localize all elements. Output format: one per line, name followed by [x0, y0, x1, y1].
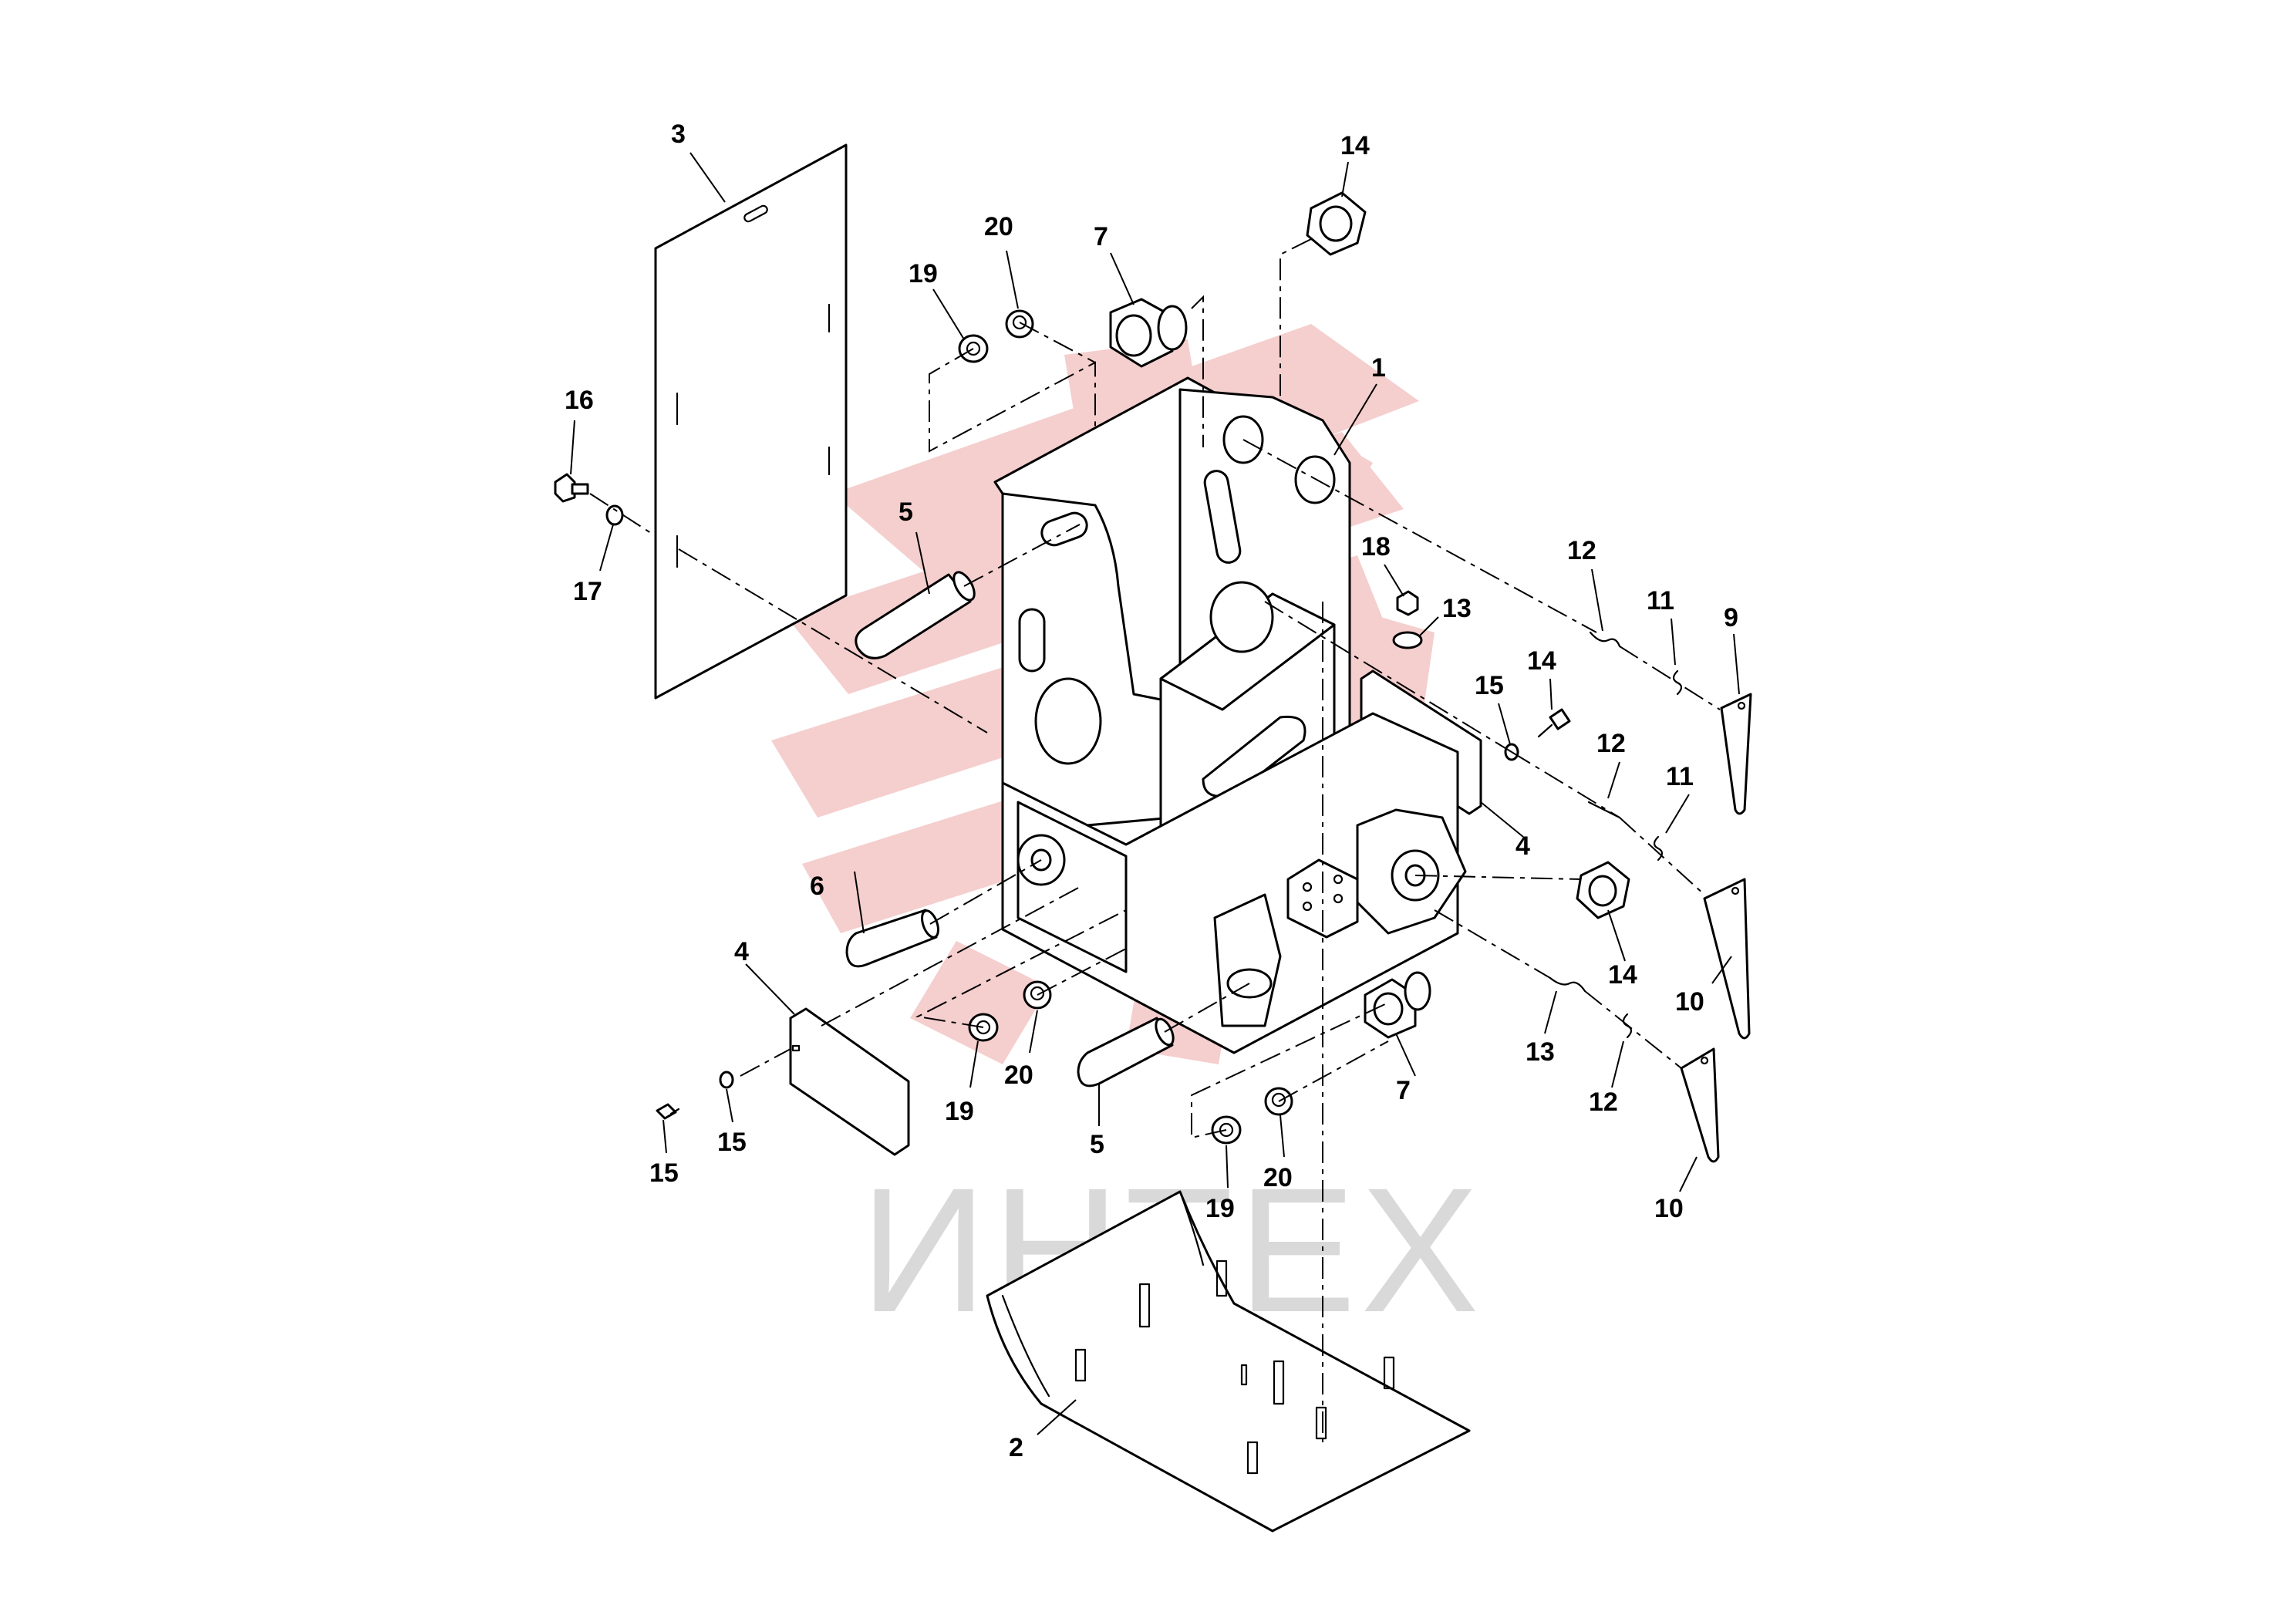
callout-5: 5 [1090, 1130, 1104, 1159]
clip-part-12-upper [1589, 631, 1621, 648]
callout-5: 5 [899, 497, 913, 527]
rear-panel-part-3 [654, 143, 848, 700]
clip-part-12-lower [1549, 976, 1586, 993]
callout-20: 20 [1263, 1163, 1293, 1192]
callouts: 3 14 20 7 19 1 16 5 17 18 12 13 11 9 14 … [565, 120, 1738, 1462]
nut-part-7-upper [1109, 298, 1188, 368]
callout-1: 1 [1371, 353, 1386, 383]
callout-2: 2 [1009, 1433, 1023, 1462]
callout-12: 12 [1567, 536, 1596, 565]
callout-13: 13 [1442, 594, 1472, 623]
pin-part-5-lower [1077, 1017, 1175, 1088]
spring-part-11-middle [1653, 835, 1664, 862]
callout-14: 15 [649, 1158, 679, 1188]
base-studs [1074, 1259, 1395, 1475]
leader-lines [570, 152, 1740, 1435]
nut-part-8-lower [1576, 861, 1630, 919]
bolt-part-16 [554, 473, 589, 503]
callout-9: 9 [1724, 603, 1738, 632]
washer-nut-set-upper [958, 309, 1034, 363]
callout-17: 17 [573, 577, 602, 606]
callout-12: 13 [1526, 1037, 1555, 1067]
lever-part-9-upper [1720, 693, 1752, 815]
callout-10: 10 [1675, 987, 1704, 1017]
cover-plate-part-4 [789, 1007, 910, 1156]
callout-15: 15 [1475, 671, 1504, 700]
callout-4: 4 [1515, 831, 1530, 861]
callout-11: 12 [1589, 1088, 1618, 1117]
callout-14: 14 [1527, 646, 1556, 676]
callout-20: 20 [1004, 1061, 1033, 1090]
base-plate-part-2 [986, 1190, 1471, 1533]
washer-part-13 [1392, 631, 1423, 649]
callout-20: 20 [984, 212, 1013, 241]
bolt-part-14-upper [1537, 708, 1571, 738]
nut-part-8-upper [1306, 191, 1367, 256]
callout-9: 10 [1654, 1194, 1684, 1223]
callout-4: 4 [734, 937, 749, 966]
callout-19: 19 [945, 1097, 974, 1126]
callout-8: 14 [1608, 960, 1637, 990]
nut-part-7-lower [1364, 971, 1431, 1039]
callout-11: 11 [1666, 762, 1694, 791]
callout-18: 18 [1361, 532, 1391, 561]
callout-8: 14 [1340, 131, 1370, 160]
assembly-lines [589, 238, 1721, 1442]
callout-11: 11 [1647, 586, 1674, 615]
callout-15: 15 [717, 1128, 747, 1157]
washer-part-15-lower [719, 1071, 734, 1089]
nut-part-18 [1396, 590, 1419, 616]
callout-12: 12 [1596, 729, 1626, 758]
callout-3: 3 [671, 120, 686, 149]
callout-16: 16 [565, 386, 594, 415]
lever-part-10 [1703, 878, 1751, 1040]
callout-19: 19 [1205, 1194, 1235, 1223]
callout-7: 7 [1396, 1076, 1411, 1105]
bolt-part-14-lower [656, 1103, 680, 1120]
callout-7: 7 [1094, 222, 1108, 251]
callout-19: 19 [909, 259, 938, 288]
callout-6: 6 [810, 872, 824, 901]
lever-part-9-lower [1680, 1047, 1720, 1163]
main-frame-part-1 [993, 376, 1482, 1054]
